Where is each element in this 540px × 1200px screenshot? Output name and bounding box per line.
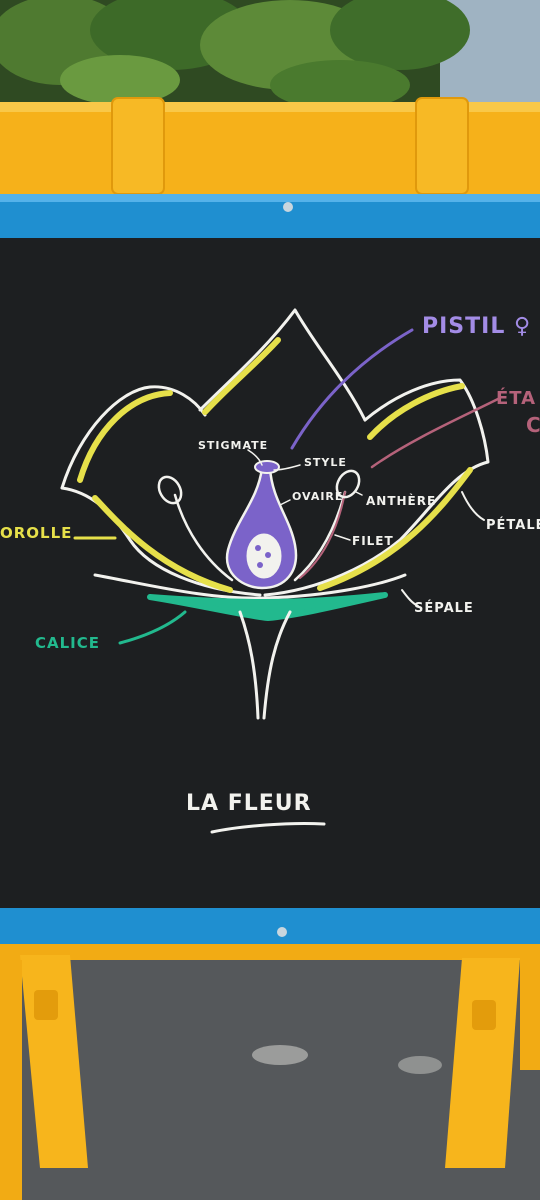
label-petale: PÉTALE	[486, 517, 540, 533]
label-pistil: PISTIL ♀	[422, 314, 531, 339]
label-corolle: OROLLE	[0, 524, 72, 542]
easel-top	[0, 97, 540, 195]
label-sepale: SÉPALE	[414, 600, 474, 616]
label-anthere: ANTHÈRE	[366, 493, 436, 508]
label-filet: FILET	[352, 534, 394, 548]
label-ovaire: OVAIRE	[292, 490, 343, 503]
label-stigmate: STIGMATE	[198, 439, 268, 452]
flower-drawing	[60, 308, 502, 834]
background-foliage	[0, 0, 540, 120]
label-style: STYLE	[304, 456, 347, 469]
label-calice: CALICE	[35, 634, 100, 652]
label-etamine-2: C	[526, 413, 540, 437]
board-title: LA FLEUR	[186, 791, 312, 816]
label-etamine: ÉTA	[496, 387, 536, 409]
chalk-labels: PISTIL ♀ ÉTA C STIGMATE STYLE OVAIRE ANT…	[0, 314, 540, 816]
